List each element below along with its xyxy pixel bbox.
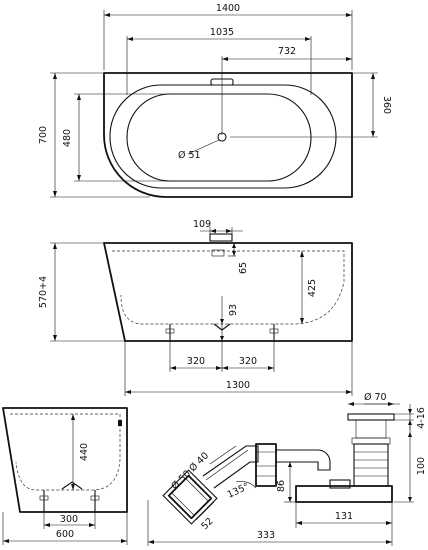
dim-front-foot-spacing-left-label: 320	[187, 356, 205, 367]
dim-plan-inner-depth-label: 480	[62, 129, 73, 147]
plan-drain	[217, 132, 227, 142]
dim-plan-width: 1400	[104, 3, 352, 17]
front-view: 109 65 570+4 425	[38, 219, 353, 396]
dim-plan-inner-width: 1035	[127, 27, 311, 41]
waste-pipe-diameter-40-label: Ø 40	[187, 450, 211, 474]
dim-side-width-label: 600	[56, 529, 74, 540]
dim-front-overflow-offset: 109	[193, 219, 243, 234]
dim-plan-depth-label: 700	[38, 126, 49, 144]
dim-front-inner-height-label: 425	[307, 279, 318, 297]
dim-plan-inner-width-label: 1035	[210, 27, 234, 38]
dim-side-width: 600	[2, 512, 128, 545]
dim-waste-plug-range: 4-16	[394, 404, 427, 430]
side-tub-outline	[2, 407, 128, 513]
dim-waste-height: 100	[394, 420, 427, 503]
side-tub-inner	[10, 413, 121, 491]
waste-outlet-size-label: 52	[199, 516, 215, 532]
dim-waste-spigot-length-label: 131	[335, 511, 353, 522]
dim-front-drain-height: 93	[220, 296, 239, 341]
dim-waste-total-length-label: 333	[257, 530, 275, 541]
plan-tub-basin	[126, 93, 312, 182]
plan-view: 1400 1035 732 700	[38, 3, 392, 198]
dim-front-drain-height-label: 93	[228, 304, 239, 316]
dim-plan-depth: 700	[38, 72, 150, 198]
dim-side-inner-height: 440	[71, 414, 90, 490]
dim-plan-drain-offset-label: 732	[278, 46, 296, 57]
waste-trap-pipe	[276, 449, 331, 471]
waste-outlet-connector	[162, 469, 218, 525]
dim-front-inner-height: 425	[300, 251, 318, 324]
dim-front-height: 570+4	[38, 242, 125, 342]
dim-front-height-label: 570+4	[38, 276, 49, 308]
waste-plug-diameter-label: Ø 70	[364, 392, 387, 403]
plan-tub-outline	[103, 72, 353, 198]
waste-drain-body	[353, 443, 389, 487]
dim-waste-trap-height: 86	[276, 461, 300, 503]
waste-socket	[255, 443, 277, 487]
dim-front-base-length-label: 1300	[226, 380, 250, 391]
front-overflow	[209, 233, 233, 242]
plan-overflow	[210, 78, 234, 86]
dim-front-foot-spacing-left: 320	[170, 356, 222, 370]
plan-drain-diameter-label: Ø 51	[178, 150, 201, 161]
front-tub-inner	[112, 250, 345, 325]
dim-plan-width-label: 1400	[216, 3, 240, 14]
dim-plan-half-depth-label: 360	[381, 96, 392, 114]
waste-angle-label: 135°	[226, 481, 251, 501]
dim-side-foot-spacing-label: 300	[60, 514, 78, 525]
dim-front-foot-spacing-right: 320	[222, 356, 274, 370]
waste-assembly: Ø 70 Ø 40 Ø 50 135° 52 86 131	[147, 392, 427, 546]
dim-plan-half-depth: 360	[230, 72, 392, 138]
waste-plug	[347, 413, 395, 421]
dim-side-inner-height-label: 440	[79, 443, 90, 461]
dim-waste-plug-range-label: 4-16	[416, 407, 427, 429]
dim-front-overflow-offset-label: 109	[193, 219, 211, 230]
side-view: 440 300 600	[2, 407, 128, 545]
dim-waste-spigot-length: 131	[295, 486, 393, 546]
dim-plan-drain-offset: 732	[222, 46, 352, 61]
waste-bend-pipe	[202, 445, 259, 489]
waste-pipe-diameter-50-label: Ø 50	[169, 468, 193, 492]
dim-front-overflow-height: 65	[228, 242, 249, 274]
dim-front-base-length: 1300	[124, 341, 353, 396]
dim-side-foot-spacing: 300	[43, 512, 96, 529]
dim-front-foot-spacing-right-label: 320	[239, 356, 257, 367]
dim-waste-trap-height-label: 86	[276, 480, 287, 492]
dim-waste-height-label: 100	[416, 457, 427, 475]
dim-front-overflow-height-label: 65	[238, 262, 249, 274]
dim-waste-total-length: 333	[147, 500, 392, 546]
